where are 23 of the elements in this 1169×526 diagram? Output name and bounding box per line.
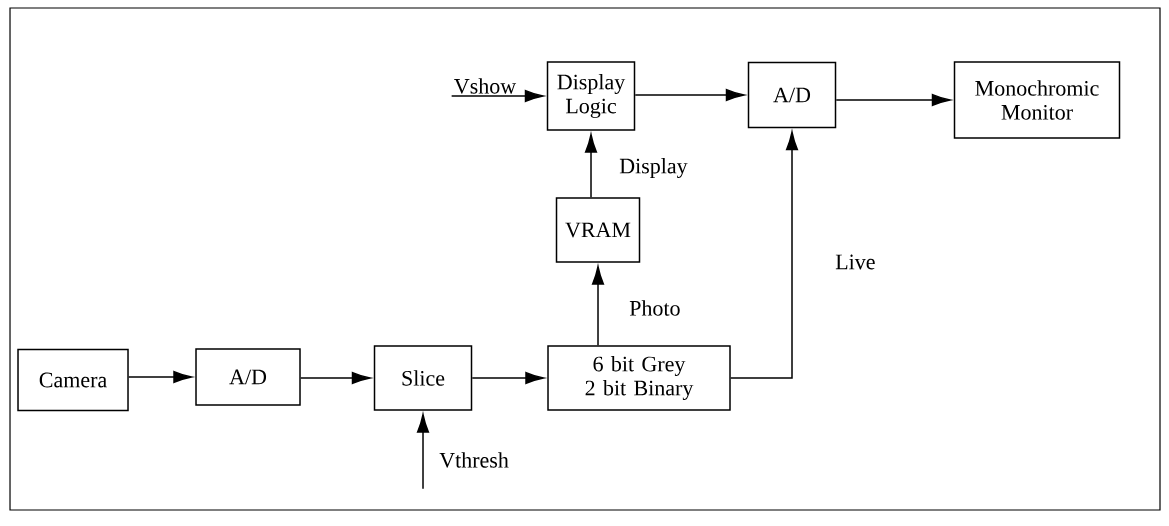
- block-box: Slice: [373, 345, 473, 411]
- arrow: [584, 133, 598, 198]
- block-box: A/D: [747, 61, 837, 129]
- arrow: [835, 93, 951, 107]
- input-label: Vshow: [454, 78, 517, 94]
- block-box: VRAM: [555, 197, 641, 263]
- arrow: [128, 370, 193, 384]
- block-box: 6 bit Grey 2 bit Binary: [547, 345, 731, 411]
- edge-label: Photo: [628, 299, 682, 317]
- arrow: [471, 371, 545, 385]
- block-box: A/D: [195, 348, 301, 406]
- arrow: [416, 413, 430, 490]
- block-box: Monochromic Monitor: [953, 61, 1121, 139]
- arrow: [450, 89, 544, 103]
- edge-label: Vthresh: [438, 451, 510, 469]
- edge-label: Display: [618, 157, 689, 179]
- arrow: [634, 88, 745, 102]
- block-box: Display Logic: [546, 61, 636, 131]
- arrow: [300, 371, 371, 385]
- block-box: Camera: [17, 348, 129, 412]
- arrow: [730, 131, 799, 379]
- edge-label: Live: [834, 253, 877, 271]
- arrow: [591, 265, 605, 346]
